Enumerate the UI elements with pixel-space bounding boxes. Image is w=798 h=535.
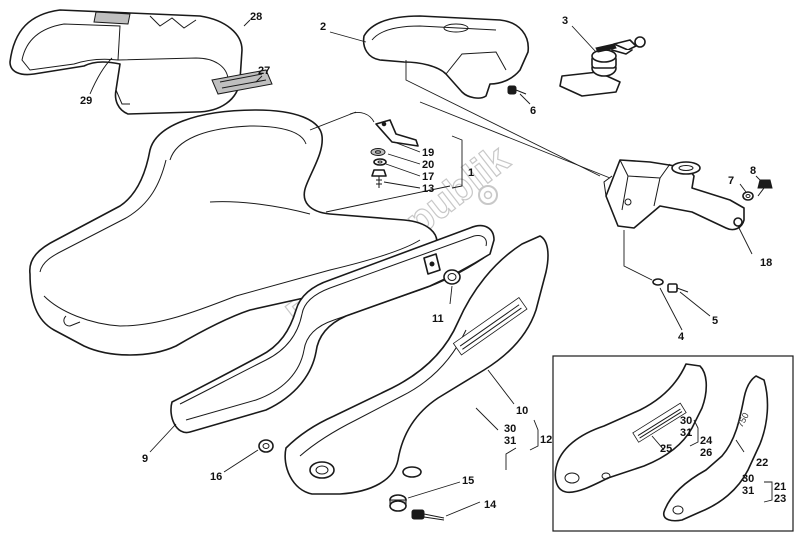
callout-30-c: 30 <box>742 473 754 485</box>
callout-31-c: 31 <box>742 485 754 497</box>
watermark-gear-icon <box>478 185 498 205</box>
callout-27: 27 <box>258 65 270 77</box>
screw-14-part[interactable] <box>411 509 445 521</box>
nut-7-part[interactable] <box>742 191 754 201</box>
callout-28: 28 <box>250 11 262 23</box>
callout-5: 5 <box>712 315 718 327</box>
callout-11: 11 <box>432 313 444 325</box>
rear-top-cover-part[interactable] <box>362 15 529 99</box>
washer-20-part[interactable] <box>370 148 386 156</box>
washer-17-part[interactable] <box>373 158 387 166</box>
callout-30-b: 30 <box>680 415 692 427</box>
callout-12: 12 <box>540 434 552 446</box>
callout-13: 13 <box>422 183 434 195</box>
panel-decal <box>452 297 528 356</box>
seal-strip-part[interactable] <box>211 69 273 95</box>
callout-31-a: 31 <box>504 435 516 447</box>
washer-4-part[interactable] <box>652 278 664 286</box>
callout-14: 14 <box>484 499 497 511</box>
callout-labels: 28 27 29 2 3 6 19 20 17 1 13 8 7 18 11 4… <box>80 11 786 511</box>
callout-22: 22 <box>756 457 768 469</box>
callout-15: 15 <box>462 475 474 487</box>
callout-1: 1 <box>468 167 474 179</box>
callout-19: 19 <box>422 147 434 159</box>
callout-21: 21 <box>774 481 786 493</box>
inset-leader-lines <box>651 419 773 503</box>
callout-3: 3 <box>562 15 568 27</box>
hook-bracket-19-part[interactable] <box>375 119 419 147</box>
callout-17: 17 <box>422 171 434 183</box>
screw-part[interactable] <box>507 85 527 95</box>
callout-25: 25 <box>660 443 672 455</box>
callout-26: 26 <box>700 447 712 459</box>
callout-7: 7 <box>728 175 734 187</box>
callout-20: 20 <box>422 159 434 171</box>
leader-lines <box>89 19 765 517</box>
callout-23: 23 <box>774 493 786 505</box>
callout-24: 24 <box>700 435 713 447</box>
inset-left-panel-part[interactable] <box>554 363 708 494</box>
callout-2: 2 <box>320 21 326 33</box>
callout-31-b: 31 <box>680 427 692 439</box>
seat-lock-part[interactable] <box>559 36 646 97</box>
inset-right-panel-part[interactable]: 750 <box>662 375 769 522</box>
callout-18: 18 <box>760 257 772 269</box>
callout-10: 10 <box>516 405 528 417</box>
latch-clip-part[interactable] <box>423 253 441 275</box>
bolt-13-part[interactable] <box>371 169 387 188</box>
callout-16: 16 <box>210 471 222 483</box>
inset-decal-left <box>632 402 687 443</box>
callout-29: 29 <box>80 95 92 107</box>
screw-5-part[interactable] <box>667 283 689 293</box>
spacer-15-part[interactable] <box>389 494 407 512</box>
callout-8: 8 <box>750 165 756 177</box>
callout-30-a: 30 <box>504 423 516 435</box>
seat-part[interactable] <box>29 109 438 356</box>
grommet-part[interactable] <box>443 269 461 285</box>
seat-cowl-part[interactable] <box>9 9 243 115</box>
callout-6: 6 <box>530 105 536 117</box>
callout-9: 9 <box>142 453 148 465</box>
rear-bracket-18-part[interactable] <box>603 159 745 231</box>
side-panel-part[interactable] <box>284 235 549 495</box>
callout-4: 4 <box>678 331 685 343</box>
screw-8-part[interactable] <box>757 179 773 197</box>
grommet-16-part[interactable] <box>258 439 274 453</box>
